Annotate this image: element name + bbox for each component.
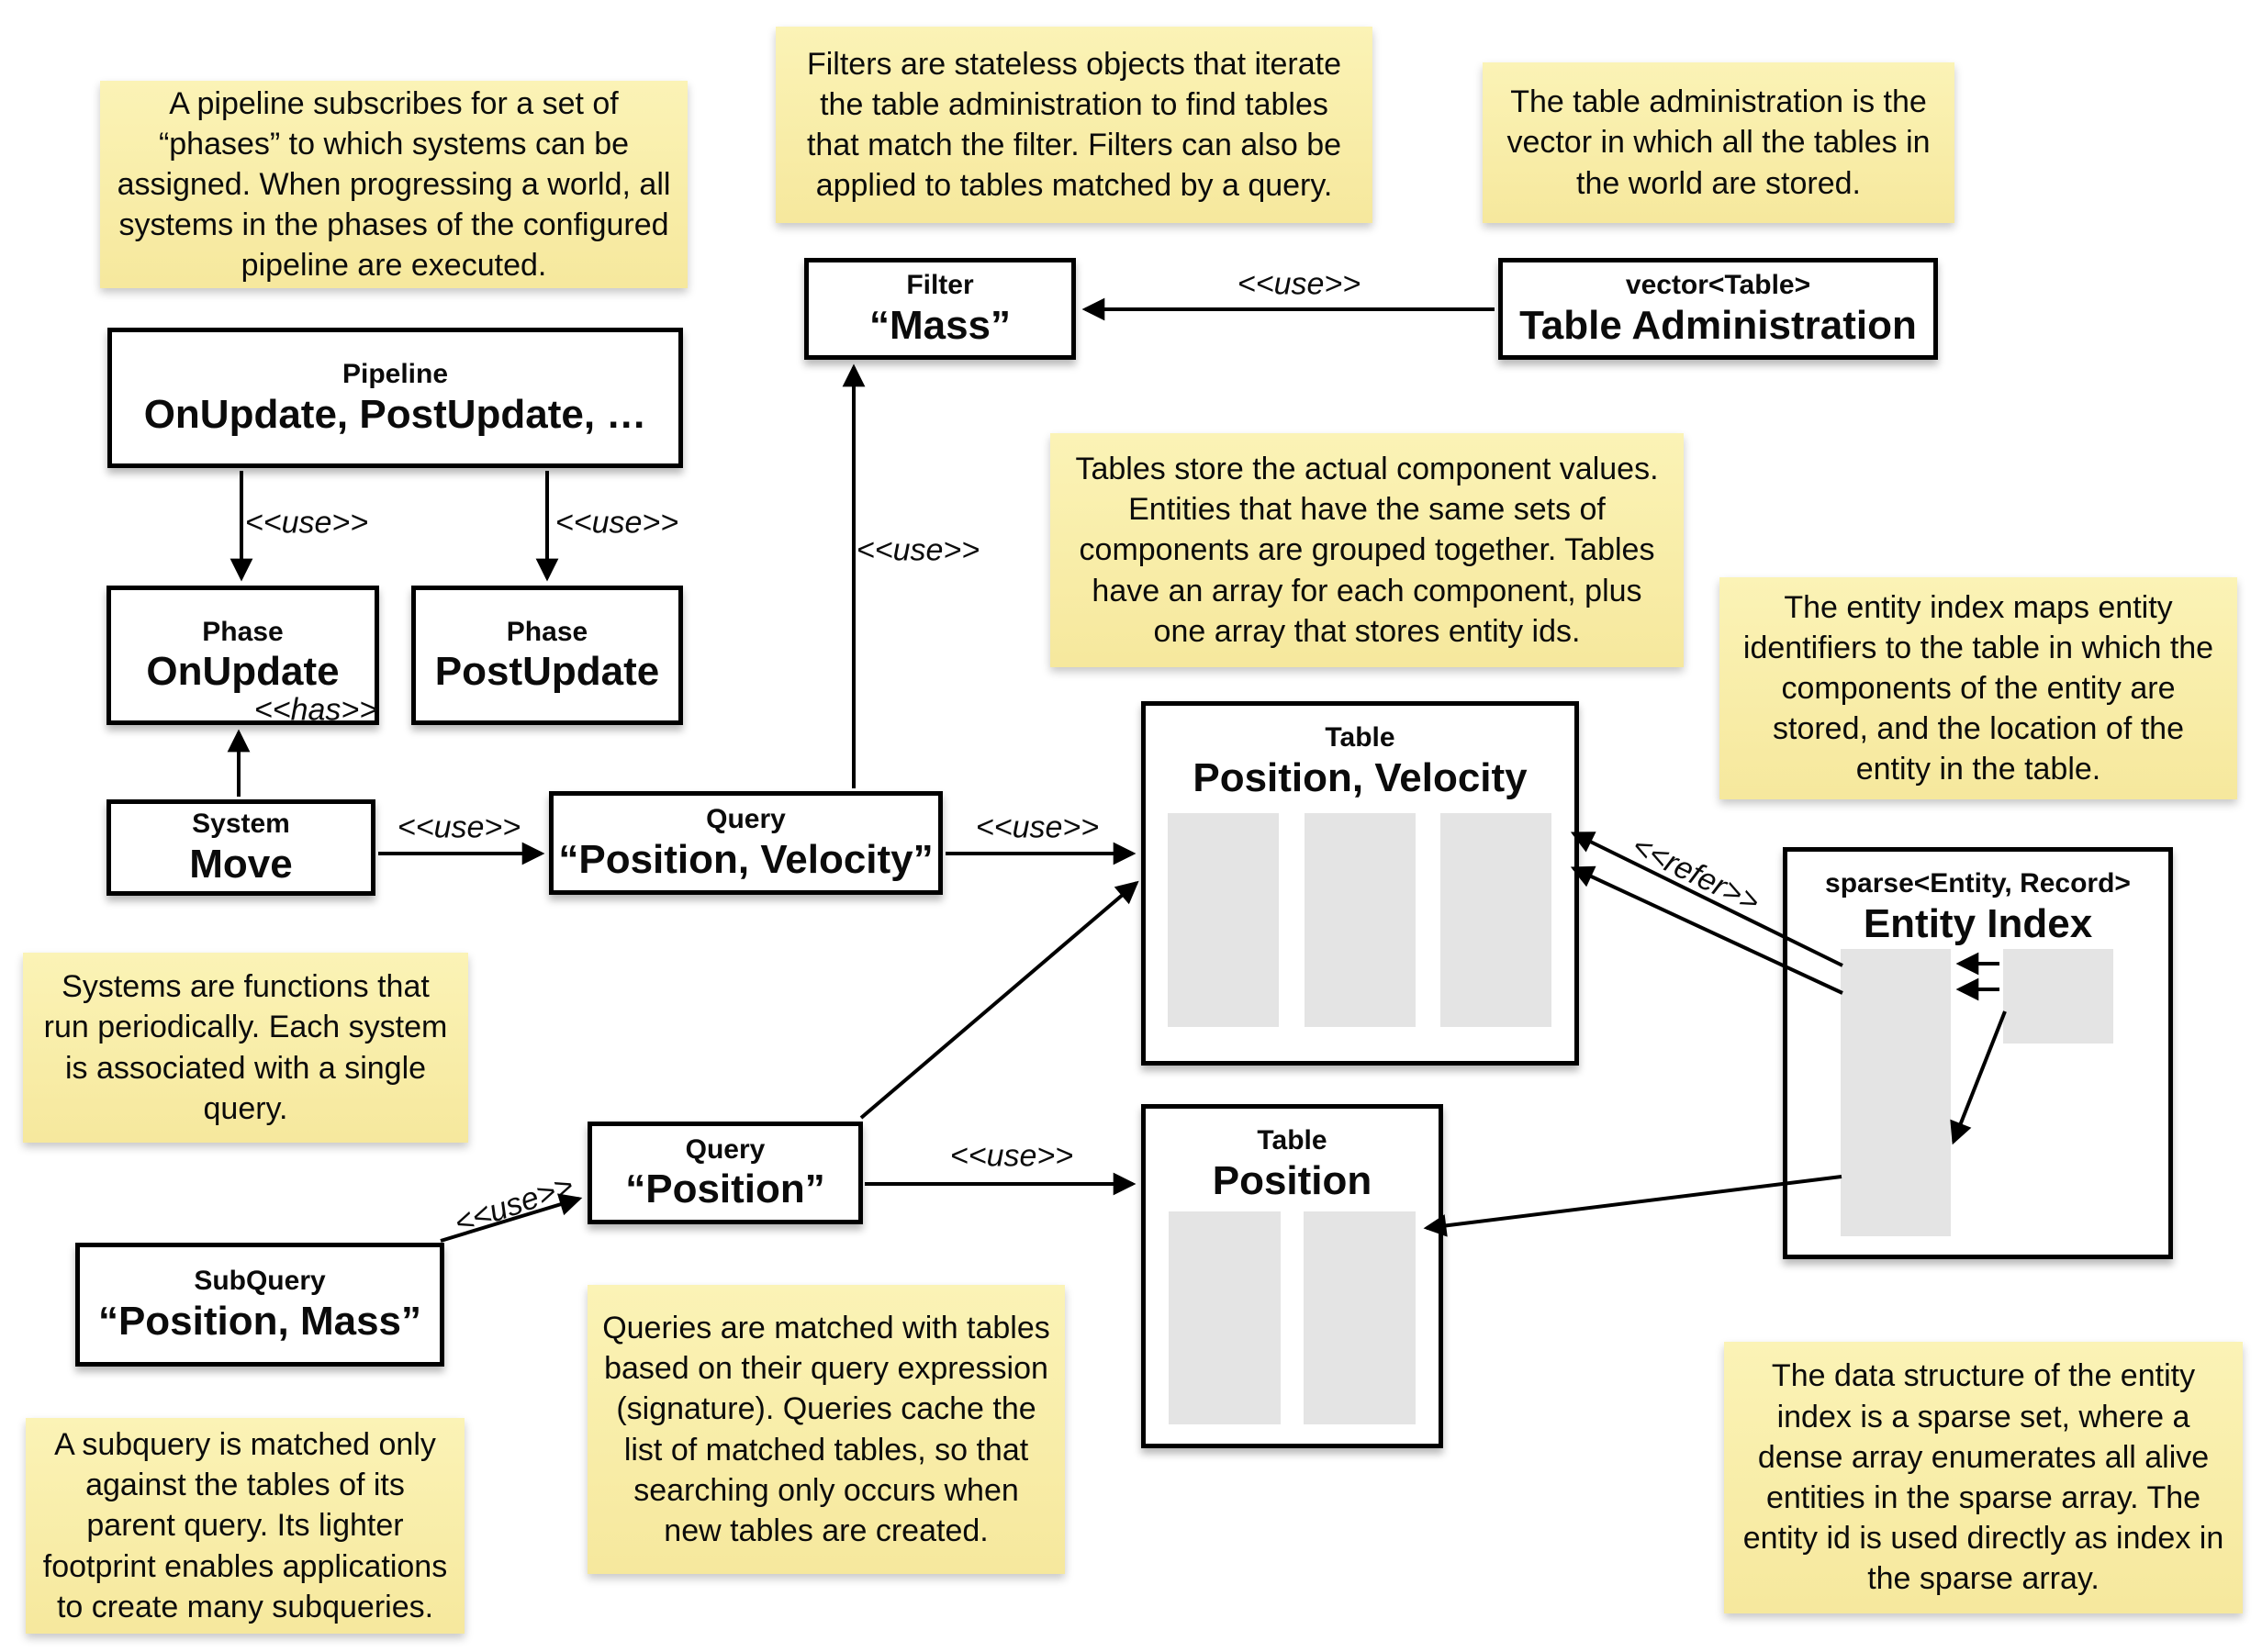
note-table-administration: The table administration is the vector i…: [1483, 62, 1954, 223]
filter-name: “Mass”: [868, 302, 1012, 348]
use-label-pipeline-postupdate: <<use>>: [554, 505, 679, 541]
phase-postupdate-name: PostUpdate: [434, 649, 660, 695]
note-pipeline: A pipeline subscribes for a set of “phas…: [100, 81, 688, 288]
subquery-stereotype: SubQuery: [194, 1266, 326, 1297]
system-move-name: Move: [189, 841, 293, 887]
note-entity-index: The entity index maps entity identifiers…: [1719, 577, 2237, 799]
query-position-stereotype: Query: [685, 1133, 766, 1165]
use-label-admin-filter: <<use>>: [1237, 266, 1361, 302]
phase-postupdate-stereotype: Phase: [506, 616, 588, 647]
use-label-query-table-pv: <<use>>: [975, 809, 1100, 845]
arrow-entity-index-to-table-pos: [1423, 1175, 1842, 1237]
query-position-velocity-name: “Position, Velocity”: [558, 836, 934, 882]
note-tables: Tables store the actual component values…: [1050, 433, 1684, 667]
system-move-box: System Move: [106, 799, 375, 896]
query-position-velocity-box: Query “Position, Velocity”: [549, 791, 943, 895]
table-position-velocity-name: Position, Velocity: [1193, 754, 1528, 800]
table-administration-name: Table Administration: [1519, 302, 1917, 348]
subquery-name: “Position, Mass”: [97, 1298, 422, 1344]
note-sparse-set: The data structure of the entity index i…: [1724, 1342, 2243, 1613]
table-position-box: Table Position: [1141, 1104, 1443, 1448]
note-systems: Systems are functions that run periodica…: [23, 953, 468, 1143]
table-position-name: Position: [1212, 1157, 1372, 1203]
entity-index-stereotype: sparse<Entity, Record>: [1825, 868, 2131, 899]
dense-array: [2003, 949, 2113, 1044]
component-array: [1168, 813, 1279, 1027]
pipeline-name: OnUpdate, PostUpdate, …: [143, 391, 647, 437]
use-label-subquery-query: <<use>>: [450, 1167, 578, 1242]
phase-postupdate-box: Phase PostUpdate: [411, 586, 683, 725]
note-queries: Queries are matched with tables based on…: [588, 1285, 1065, 1574]
table-administration-box: vector<Table> Table Administration: [1498, 258, 1938, 360]
phase-onupdate-stereotype: Phase: [202, 616, 284, 647]
system-move-stereotype: System: [192, 809, 290, 840]
entity-index-box: sparse<Entity, Record> Entity Index: [1783, 847, 2173, 1259]
table-administration-stereotype: vector<Table>: [1625, 270, 1811, 301]
table-position-velocity-box: Table Position, Velocity: [1141, 701, 1579, 1066]
filter-box: Filter “Mass”: [804, 258, 1076, 360]
note-filters: Filters are stateless objects that itera…: [776, 27, 1372, 223]
pipeline-box: Pipeline OnUpdate, PostUpdate, …: [107, 328, 683, 468]
phase-onupdate-box: Phase OnUpdate: [106, 586, 379, 725]
subquery-box: SubQuery “Position, Mass”: [75, 1243, 444, 1367]
component-array: [1305, 813, 1416, 1027]
component-array: [1440, 813, 1551, 1027]
note-subquery: A subquery is matched only against the t…: [26, 1418, 465, 1634]
filter-stereotype: Filter: [906, 270, 974, 301]
use-label-system-query: <<use>>: [397, 809, 521, 845]
entity-index-name: Entity Index: [1863, 900, 2093, 946]
query-position-box: Query “Position”: [588, 1122, 863, 1224]
query-position-velocity-stereotype: Query: [706, 804, 786, 835]
has-label-system-phase: <<has>>: [253, 692, 378, 728]
arrow-query-pos-to-table-pv: [859, 880, 1139, 1120]
use-label-pipeline-onupdate: <<use>>: [244, 505, 369, 541]
component-array: [1169, 1211, 1281, 1424]
phase-onupdate-name: OnUpdate: [146, 649, 340, 695]
use-label-query-filter: <<use>>: [856, 532, 980, 568]
refer-label-entity-index: <<refer>>: [1626, 828, 1765, 921]
sparse-array: [1841, 949, 1951, 1236]
use-label-query-table-pos: <<use>>: [949, 1138, 1074, 1174]
component-array: [1304, 1211, 1416, 1424]
pipeline-stereotype: Pipeline: [342, 359, 449, 390]
table-position-velocity-stereotype: Table: [1325, 722, 1395, 753]
table-position-stereotype: Table: [1257, 1125, 1327, 1155]
query-position-name: “Position”: [625, 1166, 825, 1212]
